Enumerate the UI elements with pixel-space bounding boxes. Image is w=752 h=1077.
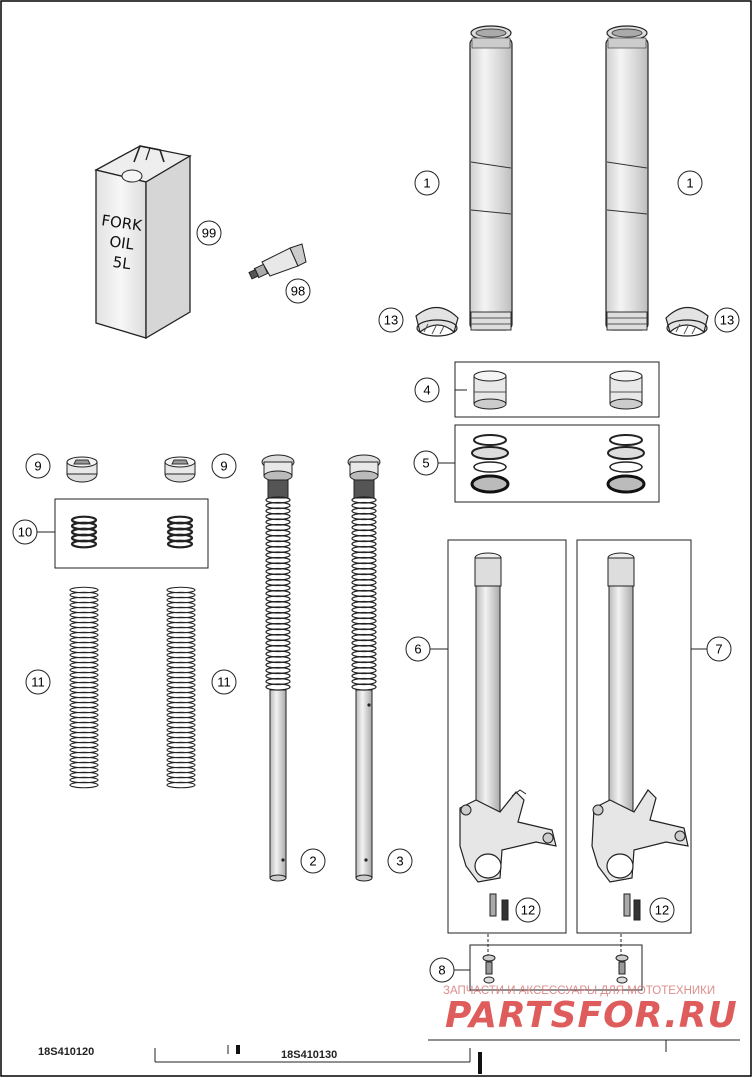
- cartridge-spring-left: [265, 496, 291, 691]
- callout-4-text: 4: [423, 383, 430, 398]
- callout-7-text: 7: [715, 642, 722, 657]
- watermark-tagline: ЗАПЧАСТИ И АКСЕССУАРЫ ДЛЯ МОТОТЕХНИКИ: [443, 985, 715, 997]
- callout-10-text: 10: [18, 525, 32, 540]
- inner-tube-right-box: [576, 539, 692, 934]
- callout-1a: 1: [414, 170, 440, 196]
- footer-code-mid: 18S410130: [281, 1049, 337, 1061]
- callout-1b-text: 1: [686, 176, 693, 191]
- callout-12b: 12: [649, 897, 675, 923]
- preload-spring-box: [54, 498, 209, 569]
- callout-5: 5: [413, 450, 439, 476]
- callout-3: 3: [387, 848, 413, 874]
- watermark-logo: PARTSFOR.RU: [445, 995, 738, 1036]
- short-spring-left: [70, 515, 98, 549]
- axle-bolt-box: [469, 944, 643, 991]
- footer-code-left: 18S410120: [38, 1046, 94, 1058]
- inner-tube-left: [459, 552, 557, 921]
- axle-bolt-left: [482, 934, 496, 984]
- callout-99: 99: [196, 220, 222, 246]
- callout-9b: 9: [211, 453, 237, 479]
- callout-11b: 11: [211, 669, 237, 695]
- main-spring-right: [166, 586, 196, 789]
- bushing-left: [473, 370, 507, 410]
- callout-4: 4: [414, 377, 440, 403]
- callout-6: 6: [405, 636, 431, 662]
- spring-coil: [166, 781, 196, 789]
- fork-cap-right: [164, 456, 196, 483]
- callout-12a: 12: [515, 897, 541, 923]
- clamp-ring-left: [415, 306, 459, 337]
- axle-bolt-right: [615, 934, 629, 984]
- callout-9a: 9: [25, 453, 51, 479]
- spring-coil: [69, 781, 99, 789]
- callout-8-text: 8: [438, 963, 445, 978]
- spring-coil: [166, 539, 194, 549]
- callout-11a-text: 11: [31, 675, 45, 690]
- callout-11a: 11: [25, 669, 51, 695]
- callout-12a-text: 12: [521, 903, 535, 918]
- watermark: ЗАПЧАСТИ И АКСЕССУАРЫ ДЛЯ МОТОТЕХНИКИ PA…: [443, 985, 738, 1036]
- callout-5-text: 5: [422, 456, 429, 471]
- spring-coil: [70, 539, 98, 549]
- callout-1a-text: 1: [423, 176, 430, 191]
- callout-3-text: 3: [396, 854, 403, 869]
- short-spring-right: [166, 515, 194, 549]
- inner-tube-right: [591, 552, 689, 921]
- main-spring-left: [69, 586, 99, 789]
- callout-6-text: 6: [414, 642, 421, 657]
- grease-tube: [248, 243, 307, 280]
- can-label-line3: 5L: [112, 253, 133, 273]
- callout-10: 10: [12, 519, 38, 545]
- callout-98: 98: [285, 278, 311, 304]
- callout-13b: 13: [714, 307, 740, 333]
- callout-13a: 13: [378, 307, 404, 333]
- outer-tube-left: [469, 25, 513, 331]
- inner-tube-left-box: [447, 539, 567, 934]
- callout-99-text: 99: [202, 226, 216, 241]
- cartridge-right: [347, 454, 381, 882]
- footer: 18S410120 18S410130: [38, 1039, 740, 1074]
- fork-oil-can: FORK OIL 5L: [94, 145, 192, 340]
- callout-2: 2: [300, 848, 326, 874]
- can-label-line2: OIL: [108, 232, 135, 253]
- callout-8: 8: [429, 957, 455, 983]
- cartridge-left: [261, 454, 295, 882]
- seal-set-left: [470, 434, 510, 494]
- cartridge-spring-right: [351, 496, 377, 691]
- callout-13a-text: 13: [384, 313, 398, 328]
- callout-13b-text: 13: [720, 313, 734, 328]
- spring-coil: [351, 683, 377, 691]
- seal-set-right: [606, 434, 646, 494]
- callout-7: 7: [706, 636, 732, 662]
- can-label-line1: FORK: [100, 211, 144, 235]
- callout-12b-text: 12: [655, 903, 669, 918]
- leader-lines: [37, 389, 707, 971]
- callout-9a-text: 9: [34, 459, 41, 474]
- outer-tube-right: [605, 25, 649, 331]
- callout-98-text: 98: [291, 284, 305, 299]
- bushing-right: [609, 370, 643, 410]
- spring-coil: [265, 683, 291, 691]
- callout-2-text: 2: [309, 854, 316, 869]
- callout-1b: 1: [677, 170, 703, 196]
- fork-cap-left: [66, 456, 98, 483]
- callout-11b-text: 11: [217, 675, 231, 690]
- callout-9b-text: 9: [220, 459, 227, 474]
- clamp-ring-right: [665, 306, 709, 337]
